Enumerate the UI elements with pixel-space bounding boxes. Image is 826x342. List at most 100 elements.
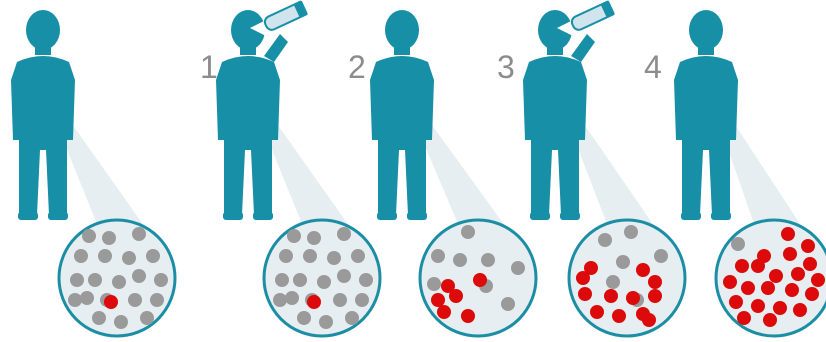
gray-cell <box>624 225 638 239</box>
red-cell <box>576 271 590 285</box>
gray-cell <box>132 269 146 283</box>
gray-cell <box>427 277 441 291</box>
red-cell <box>751 299 765 313</box>
red-cell <box>769 269 783 283</box>
gray-cell <box>88 273 102 287</box>
bloodstream-lens-0 <box>59 220 175 336</box>
gray-cell <box>98 249 112 263</box>
medicine-bottle-icon <box>570 0 615 32</box>
red-cell <box>636 263 650 277</box>
gray-cell <box>68 293 82 307</box>
step-number-1: 1 <box>200 49 218 85</box>
red-cell <box>763 313 777 327</box>
red-cell <box>729 295 743 309</box>
gray-cell <box>82 229 96 243</box>
gray-cell <box>319 315 333 329</box>
person-figure-0 <box>11 10 75 220</box>
red-cell <box>461 309 475 323</box>
gray-cell <box>317 275 331 289</box>
gray-cell <box>154 273 168 287</box>
step-number-2: 2 <box>348 49 366 85</box>
gray-cell <box>355 293 369 307</box>
red-cell <box>791 267 805 281</box>
gray-cell <box>616 255 630 269</box>
red-cell <box>307 295 321 309</box>
gray-cell <box>285 291 299 305</box>
gray-cell <box>279 249 293 263</box>
red-cell <box>751 259 765 273</box>
bloodstream-lens-2 <box>420 220 536 336</box>
red-cell <box>741 281 755 295</box>
red-cell <box>431 293 445 307</box>
red-cell <box>781 227 795 241</box>
red-cell <box>612 309 626 323</box>
red-cell <box>761 281 775 295</box>
red-cell <box>785 283 799 297</box>
red-cell <box>793 303 807 317</box>
gray-cell <box>275 273 289 287</box>
person-figure-1 <box>216 10 288 220</box>
person-figure-3 <box>523 10 595 220</box>
red-cell <box>811 273 825 287</box>
step-number-3: 3 <box>497 49 515 85</box>
red-cell <box>437 305 451 319</box>
gray-cell <box>102 231 116 245</box>
bloodstream-lens-3 <box>569 220 685 336</box>
gray-cell <box>80 291 94 305</box>
gray-cell <box>511 261 525 275</box>
gray-cell <box>293 273 307 287</box>
red-cell <box>104 295 118 309</box>
red-cell <box>648 289 662 303</box>
gray-cell <box>112 275 126 289</box>
gray-cell <box>453 253 467 267</box>
medicine-bottle-icon <box>263 0 308 32</box>
gray-cell <box>606 275 620 289</box>
red-cell <box>473 273 487 287</box>
gray-cell <box>345 311 359 325</box>
gray-cell <box>481 253 495 267</box>
person-figure-2 <box>370 10 434 220</box>
red-cell <box>578 287 592 301</box>
gray-cell <box>431 249 445 263</box>
red-cell <box>604 289 618 303</box>
gray-cell <box>461 225 475 239</box>
gray-cell <box>731 237 745 251</box>
gray-cell <box>150 293 164 307</box>
red-cell <box>805 287 819 301</box>
gray-cell <box>501 297 515 311</box>
gray-cell <box>307 231 321 245</box>
red-cell <box>590 305 604 319</box>
bloodstream-lens-4 <box>716 220 826 336</box>
red-cell <box>783 247 797 261</box>
gray-cell <box>598 233 612 247</box>
gray-cell <box>287 229 301 243</box>
gray-cell <box>333 293 347 307</box>
red-cell <box>737 311 751 325</box>
red-cell <box>803 257 817 271</box>
red-cell <box>735 259 749 273</box>
gray-cell <box>337 227 351 241</box>
red-cell <box>773 301 787 315</box>
red-cell <box>723 275 737 289</box>
red-cell <box>449 289 463 303</box>
red-cell <box>648 275 662 289</box>
step-number-4: 4 <box>644 49 662 85</box>
gray-cell <box>351 249 365 263</box>
gray-cell <box>122 251 136 265</box>
bloodstream-lens-1 <box>264 220 380 336</box>
red-cell <box>642 313 656 327</box>
gray-cell <box>297 311 311 325</box>
gray-cell <box>273 293 287 307</box>
gray-cell <box>654 249 668 263</box>
red-cell <box>801 239 815 253</box>
gray-cell <box>359 273 373 287</box>
gray-cell <box>74 249 88 263</box>
gray-cell <box>128 293 142 307</box>
gray-cell <box>132 227 146 241</box>
person-figure-4 <box>674 10 738 220</box>
gray-cell <box>337 269 351 283</box>
gray-cell <box>92 311 106 325</box>
gray-cell <box>114 315 128 329</box>
gray-cell <box>327 251 341 265</box>
gray-cell <box>146 249 160 263</box>
